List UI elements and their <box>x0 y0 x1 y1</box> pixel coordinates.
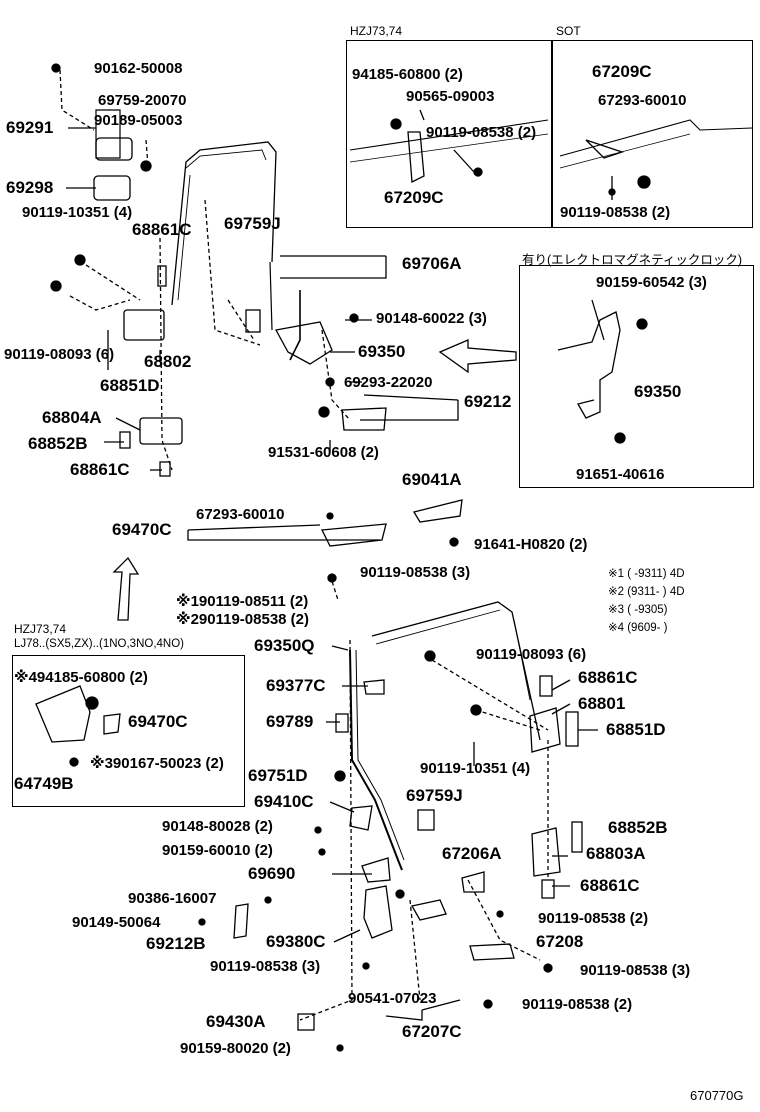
part-label: 90119-08093 (6) <box>476 646 587 663</box>
part-label: 69212 <box>464 392 512 411</box>
part-label: 69350Q <box>254 636 315 655</box>
inset-electro-box <box>519 265 754 488</box>
part-label: 90119-10351 (4) <box>22 204 133 221</box>
part-label: 68861C <box>70 460 130 479</box>
part-label: 69350 <box>634 382 682 401</box>
part-label: 69751D <box>248 766 308 785</box>
part-label: 90148-80028 (2) <box>162 818 273 835</box>
inset-lj-title-line2: LJ78..(SX5,ZX)..(1NO,3NO,4NO) <box>14 638 184 650</box>
part-label: 69430A <box>206 1012 266 1031</box>
upper-door-frame <box>171 141 277 306</box>
part-label: 90159-60542 (3) <box>596 274 707 291</box>
part-label: 68803A <box>586 844 646 863</box>
part-label: 67293-60010 <box>598 92 687 109</box>
part-label: 94185-60800 (2) <box>352 66 463 83</box>
part-label: 69350 <box>358 342 406 361</box>
part-label: 69291 <box>6 118 54 137</box>
part-label: 68852B <box>608 818 668 837</box>
inset-sot-title: SOT <box>556 24 581 38</box>
arrow-upper <box>438 339 517 374</box>
part-label: 69298 <box>6 178 54 197</box>
inset-lj-title-line1: HZJ73,74 <box>14 622 67 636</box>
inset-sot-box <box>551 40 753 228</box>
part-label: 69470C <box>128 712 188 731</box>
part-label: 67208 <box>536 932 584 951</box>
note-3: ※3 ( -9305) <box>608 604 668 616</box>
part-label: 90159-80020 (2) <box>180 1040 291 1057</box>
part-label: 90119-08538 (2) <box>426 124 537 141</box>
note-1: ※1 ( -9311) 4D <box>608 568 685 580</box>
part-label: 69212B <box>146 934 206 953</box>
part-label: ※190119-08511 (2) <box>176 593 309 610</box>
part-label: 69759J <box>406 786 463 805</box>
part-label: ※290119-08538 (2) <box>176 611 310 628</box>
linkage-rod <box>349 649 403 871</box>
part-label: 90119-08538 (2) <box>538 910 649 927</box>
part-label: 90148-60022 (3) <box>376 310 487 327</box>
part-label: 69410C <box>254 792 314 811</box>
part-label: 90162-50008 <box>94 60 183 77</box>
inset-electro-title: 有り(エレクトロマグネティックロック) <box>522 253 743 267</box>
part-label: 90119-08538 (2) <box>560 204 671 221</box>
diagram-id: 670770G <box>690 1088 744 1103</box>
part-label: 69690 <box>248 864 296 883</box>
part-label: 91531-60608 (2) <box>268 444 379 461</box>
part-label: 64749B <box>14 774 74 793</box>
part-label: 69759-20070 <box>98 92 187 109</box>
part-label: 69041A <box>402 470 462 489</box>
part-label: 67293-60010 <box>196 506 285 523</box>
part-label: 90159-60010 (2) <box>162 842 273 859</box>
inset-hzj-box <box>346 40 553 228</box>
part-label: 68851D <box>606 720 666 739</box>
part-label: 91641-H0820 (2) <box>474 536 588 553</box>
part-label: 90119-08538 (3) <box>210 958 321 975</box>
part-label: 90119-08538 (2) <box>522 996 633 1013</box>
part-label: 91651-40616 <box>576 466 665 483</box>
part-label: 69380C <box>266 932 326 951</box>
part-label: 67209C <box>384 188 444 207</box>
part-label: 90119-10351 (4) <box>420 760 531 777</box>
part-label: 67207C <box>402 1022 462 1041</box>
part-label: 68801 <box>578 694 626 713</box>
inset-lj-box <box>12 655 245 807</box>
note-4: ※4 (9609- ) <box>608 622 668 634</box>
part-label: 90386-16007 <box>128 890 217 907</box>
part-label: 69377C <box>266 676 326 695</box>
part-label: 69789 <box>266 712 314 731</box>
part-label: 68802 <box>144 352 192 371</box>
lower-door-frame <box>371 601 541 741</box>
part-label: 68852B <box>28 434 88 453</box>
part-label: 69706A <box>402 254 462 273</box>
part-label: 90189-05003 <box>94 112 183 129</box>
inset-hzj-title: HZJ73,74 <box>350 24 403 38</box>
part-label: 90119-08093 (6) <box>4 346 115 363</box>
arrow-lower <box>112 556 140 621</box>
part-label: 90541-07023 <box>348 990 437 1007</box>
part-label: 67209C <box>592 62 652 81</box>
part-label: 68861C <box>132 220 192 239</box>
part-label: 68861C <box>580 876 640 895</box>
part-label: 90119-08538 (3) <box>580 962 691 979</box>
part-label: ※494185-60800 (2) <box>14 669 148 686</box>
part-label: 69293-22020 <box>344 374 433 391</box>
part-label: 68861C <box>578 668 638 687</box>
part-label: ※390167-50023 (2) <box>90 755 224 772</box>
note-2: ※2 (9311- ) 4D <box>608 586 685 598</box>
part-label: 69470C <box>112 520 172 539</box>
part-label: 68851D <box>100 376 160 395</box>
part-label: 90119-08538 (3) <box>360 564 471 581</box>
part-label: 69759J <box>224 214 281 233</box>
part-label: 90565-09003 <box>406 88 495 105</box>
part-label: 68804A <box>42 408 102 427</box>
part-label: 67206A <box>442 844 502 863</box>
part-label: 90149-50064 <box>72 914 161 931</box>
